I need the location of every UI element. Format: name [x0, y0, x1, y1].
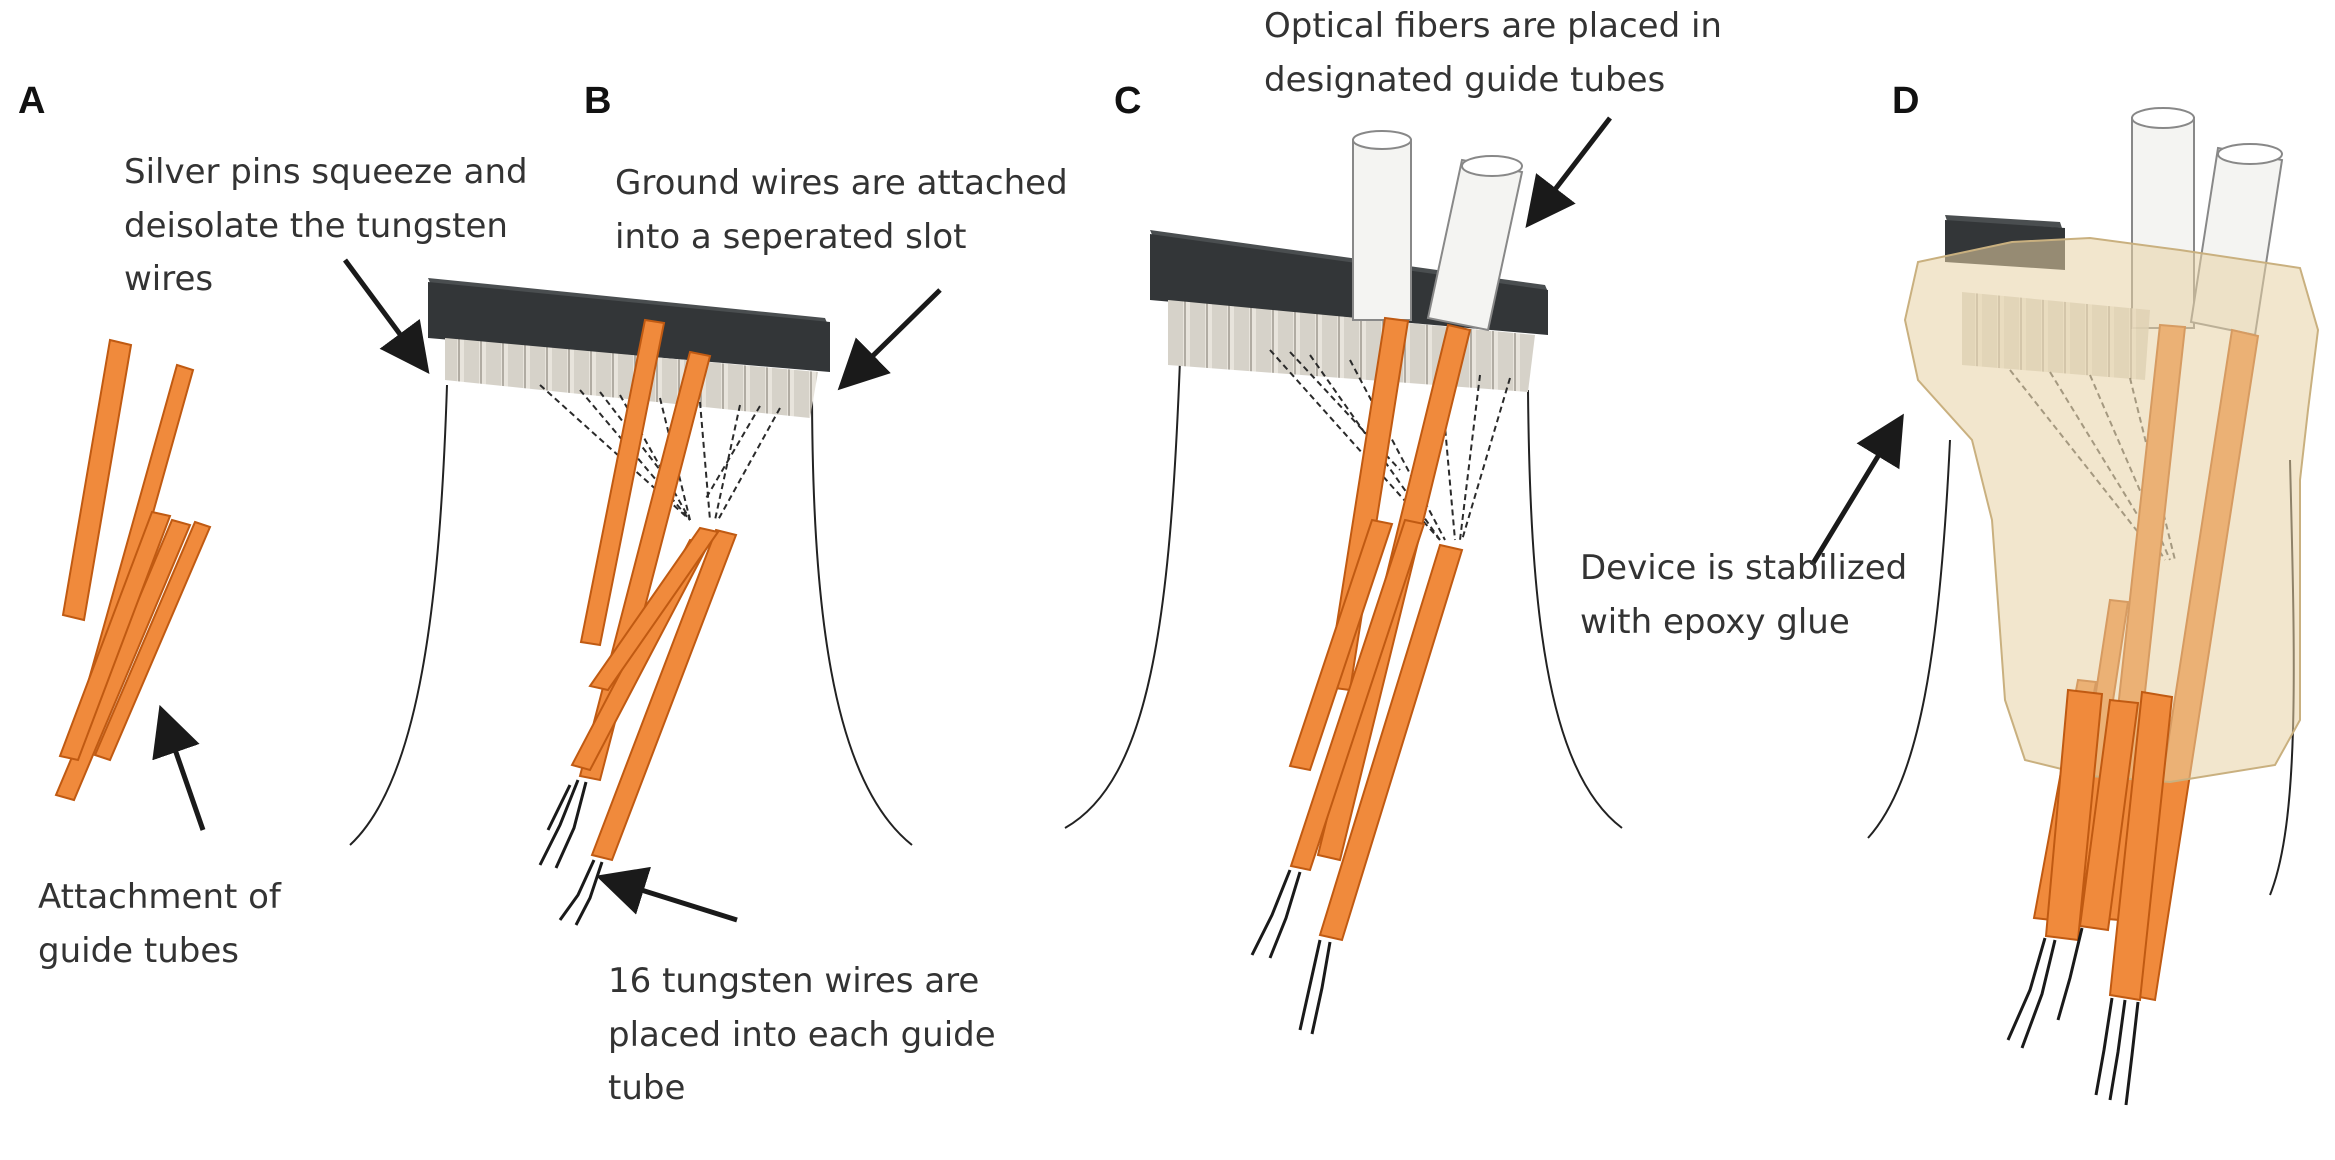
panel-label-d: D	[1892, 80, 1920, 122]
ground-wire-left	[349, 384, 448, 846]
ground-wire-left	[1064, 359, 1181, 829]
wire-tips	[538, 779, 604, 926]
guide-tube	[1289, 518, 1426, 872]
arrow-attachment	[152, 704, 206, 831]
optical-fibers	[1352, 130, 1524, 332]
caption-ground-wires: Ground wires are attached into a seperat…	[615, 163, 1068, 257]
panel-label-a: A	[18, 80, 46, 122]
guide-tube	[58, 510, 172, 762]
caption-attachment: Attachment of guide tubes	[38, 877, 281, 971]
arrow-optical-fibers	[1525, 116, 1612, 228]
guide-tube	[588, 526, 720, 692]
connector-body	[428, 282, 830, 372]
arrow-tungsten-wires	[595, 866, 738, 923]
panel-label-c: C	[1114, 80, 1142, 122]
optical-fiber	[1352, 139, 1412, 321]
wire-tips	[2006, 927, 2140, 1106]
pin-row	[445, 338, 818, 418]
guide-tube	[2108, 690, 2174, 1002]
guide-tube	[61, 338, 133, 622]
optical-fiber-cap	[1352, 130, 1412, 150]
optical-fiber-cap	[1461, 155, 1523, 177]
optical-fiber-cap	[2131, 107, 2195, 129]
caption-epoxy: Device is stabilized with epoxy glue	[1580, 548, 1908, 642]
panel-a-guide-tubes	[54, 338, 212, 802]
ground-wire-right	[811, 384, 913, 846]
guide-tube	[2078, 698, 2140, 932]
guide-tube	[579, 318, 666, 647]
panel-d-assembly	[1867, 107, 2320, 1106]
wire-tips	[1250, 869, 1332, 1035]
ground-wire-right	[1527, 389, 1623, 829]
guide-tube	[1288, 518, 1394, 772]
connector-top	[1945, 215, 2062, 228]
panel-label-b: B	[584, 80, 612, 122]
guide-tube	[93, 520, 212, 762]
panel-c-assembly	[1064, 130, 1623, 1035]
caption-tungsten-wires: 16 tungsten wires are placed into each g…	[608, 961, 996, 1109]
caption-silver-pins: Silver pins squeeze and deisolate the tu…	[124, 152, 528, 300]
arrow-silver-pins	[342, 258, 430, 375]
guide-tube	[590, 528, 738, 862]
annotation-arrows	[152, 116, 1904, 923]
panel-b-assembly	[349, 278, 913, 926]
epoxy-body	[1903, 236, 2320, 784]
caption-optical-fibers: Optical fibers are placed in designated …	[1264, 6, 1722, 100]
optical-fiber-cap	[2217, 143, 2283, 165]
ground-wire-left	[1867, 439, 1951, 839]
arrow-epoxy	[1809, 413, 1904, 567]
guide-tube	[1318, 543, 1464, 942]
arrow-ground-wires	[837, 288, 942, 391]
